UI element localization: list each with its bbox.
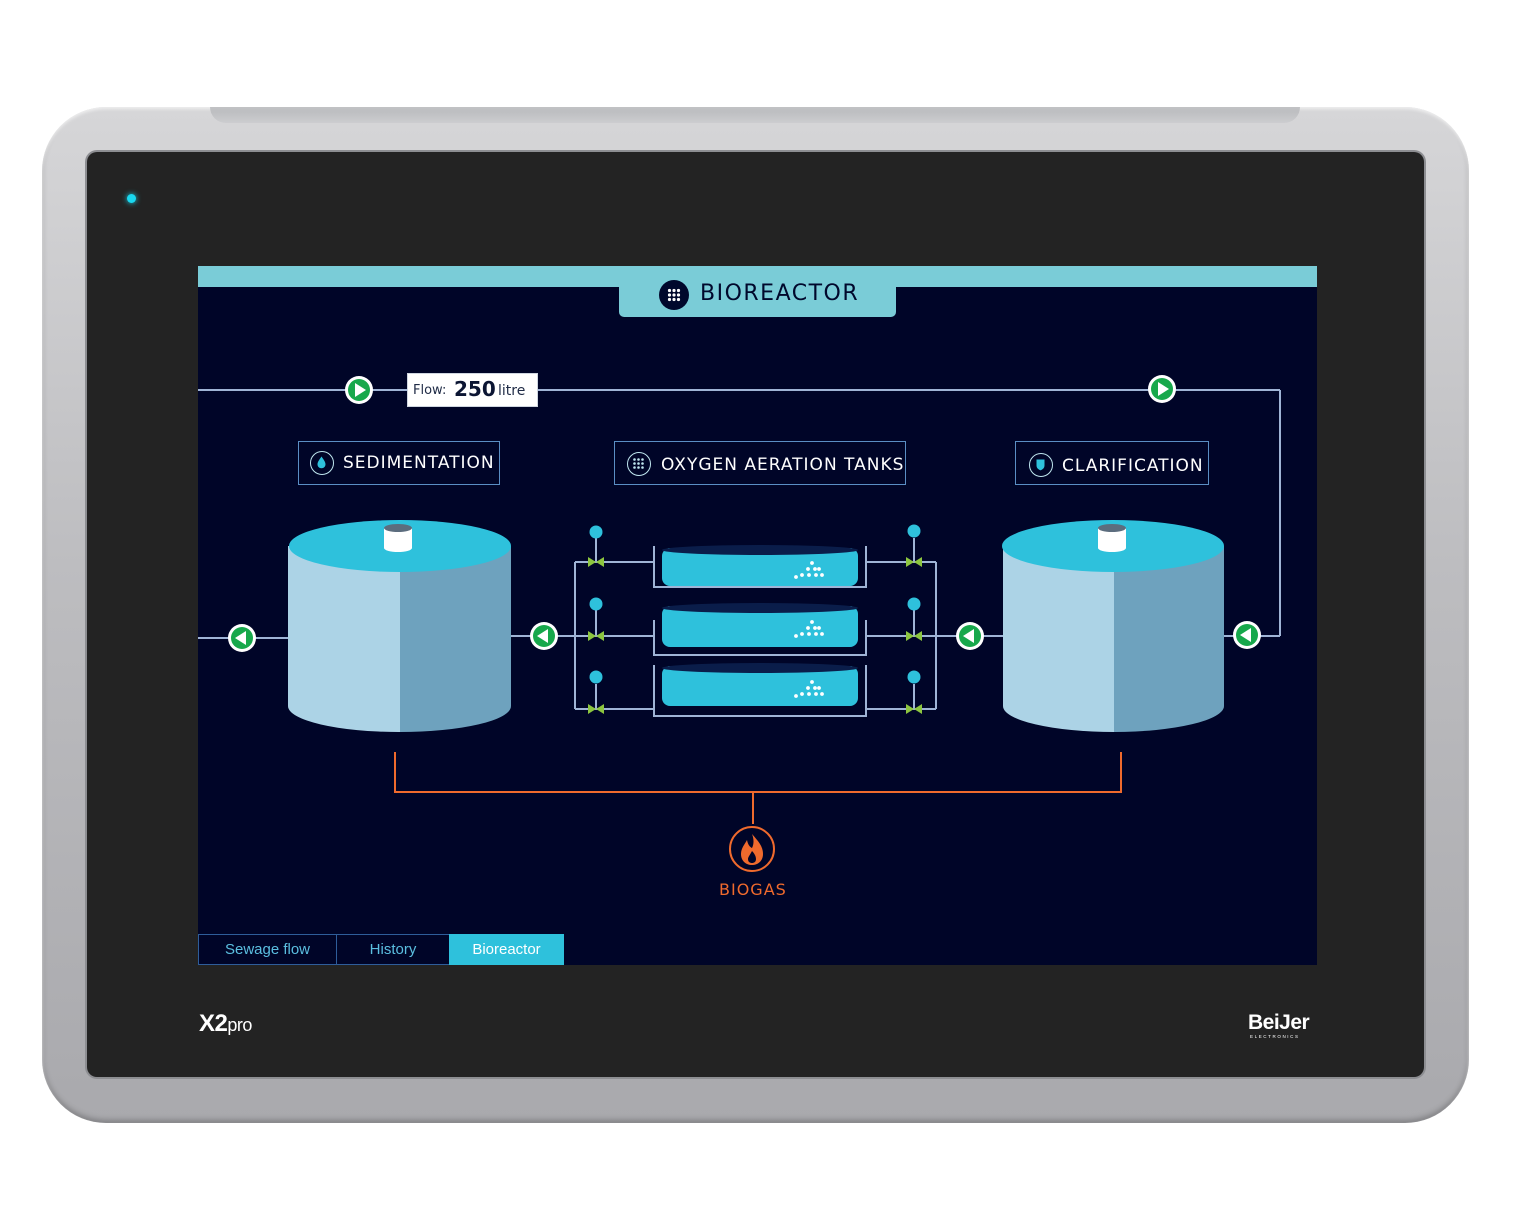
- sedimentation-tank: [288, 520, 511, 733]
- clarification-tank: [1002, 520, 1224, 732]
- biogas-flame-icon: [729, 826, 775, 872]
- water-drop-icon: [310, 451, 334, 475]
- tab-sewage-flow[interactable]: Sewage flow: [198, 934, 337, 965]
- model-name: X2: [199, 1010, 228, 1037]
- pump-icon-aeration-outlet[interactable]: [530, 622, 558, 650]
- sedimentation-label: SEDIMENTATION: [343, 453, 495, 473]
- model-suffix: pro: [227, 1015, 252, 1035]
- clarification-label: CLARIFICATION: [1062, 456, 1204, 476]
- pump-icon-top-left[interactable]: [345, 376, 373, 404]
- biogas-label: BIOGAS: [719, 880, 787, 899]
- valve-icons: [588, 557, 922, 714]
- grid-dots-icon: [659, 280, 689, 310]
- pump-icon-aeration-inlet[interactable]: [956, 622, 984, 650]
- aeration-label: OXYGEN AERATION TANKS: [661, 455, 905, 475]
- flow-unit: litre: [498, 383, 526, 399]
- page-title: BIOREACTOR: [700, 281, 860, 306]
- grid-dots-icon: [627, 452, 651, 476]
- tab-bioreactor[interactable]: Bioreactor: [449, 934, 564, 965]
- pump-icon-top-right[interactable]: [1148, 375, 1176, 403]
- flow-readout: [407, 373, 538, 407]
- aeration-label-box: [614, 441, 906, 485]
- bezel-top-edge: [210, 107, 1300, 123]
- hmi-screen: BIOREACTOR Flow: 250 litre SEDIMENTATION…: [198, 266, 1317, 965]
- aeration-tank-1: [662, 545, 858, 586]
- flow-value: 250: [454, 377, 496, 401]
- device-model-logo: X2pro: [199, 1010, 252, 1038]
- flow-caption: Flow:: [413, 383, 447, 398]
- tab-history[interactable]: History: [336, 934, 450, 965]
- pump-icon-sedimentation-outlet[interactable]: [228, 624, 256, 652]
- pump-icon-clarification-inlet[interactable]: [1233, 621, 1261, 649]
- aeration-tank-3: [662, 663, 858, 706]
- process-diagram: [198, 375, 1281, 872]
- sensor-probes: [589, 524, 921, 684]
- shield-icon: [1029, 453, 1053, 477]
- aeration-tank-2: [662, 603, 858, 647]
- clarification-label-box: [1015, 441, 1209, 485]
- sedimentation-label-box: [298, 441, 500, 485]
- pipe-network: [198, 389, 1281, 717]
- brand-logo: BeiJer: [1248, 1011, 1310, 1034]
- brand-logo-subtitle: ELECTRONICS: [1250, 1034, 1300, 1039]
- biogas-pipeline: [394, 752, 1122, 824]
- status-led: [127, 194, 136, 203]
